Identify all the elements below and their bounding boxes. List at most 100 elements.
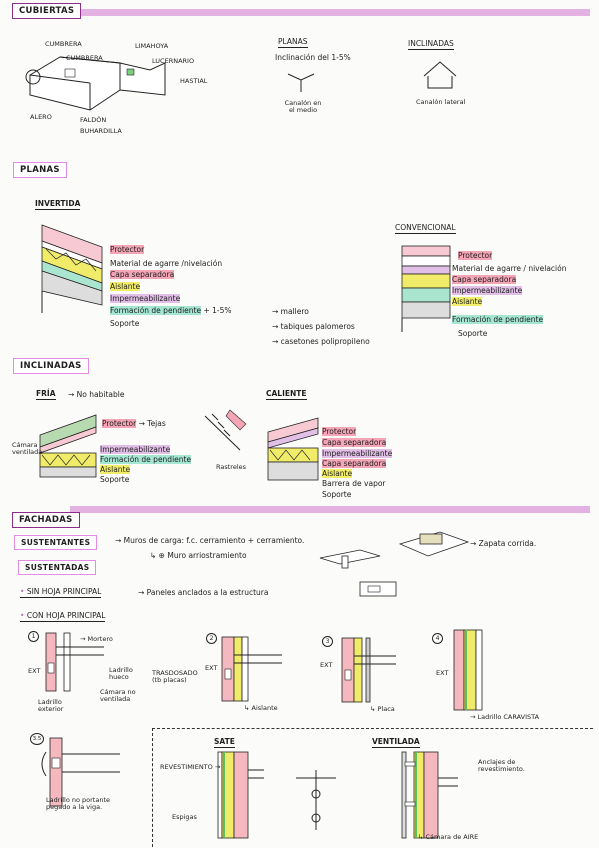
sin-hoja-text: → Paneles anclados a la estructura <box>138 588 269 597</box>
fria-protector: Protector → Tejas <box>102 419 166 428</box>
d1-ladrillo-ext: Ladrillo exterior <box>38 698 64 714</box>
cal-impermeab: Impermeabilizante <box>322 449 393 458</box>
conv-layer-agarre: Material de agarre / nivelación <box>452 264 567 273</box>
label-buhardilla: BUHARDILLA <box>80 127 122 135</box>
d2-label: ↳ Aislante <box>244 704 278 712</box>
fria-pendiente: Formación de pendiente <box>100 455 192 464</box>
conv-layer-separadora: Capa separadora <box>452 275 517 284</box>
fria-soporte: Soporte <box>100 475 130 484</box>
d1-trasdosado: TRASDOSADO (tb placas) <box>152 669 198 685</box>
detail-2-num: 2 <box>206 633 217 644</box>
label-alero: ALERO <box>30 113 52 121</box>
invertida-title: INVERTIDA <box>35 199 81 210</box>
d1-camara: Cámara no ventilada <box>100 688 136 704</box>
sate-drawing <box>217 751 264 839</box>
muro-arriostramiento: ↳ ⊕ Muro arriostramiento <box>150 551 247 560</box>
ventilada-anclajes: Anclajes de revestimiento. <box>478 758 525 774</box>
detail-4-num: 4 <box>432 633 443 644</box>
section-cubiertas: CUBIERTAS <box>12 3 82 19</box>
inv-note-1: → mallero <box>272 307 309 316</box>
conv-layer-pendiente: Formación de pendiente <box>452 315 544 324</box>
label-sustentadas: SUSTENTADAS <box>18 560 97 575</box>
detail-4-drawing <box>453 629 483 711</box>
label-lucernario: LUCERNARIO <box>152 57 195 65</box>
inv-note-2: → tabiques palomeros <box>272 322 355 331</box>
inclinadas-note: Canalón lateral <box>416 98 466 106</box>
con-hoja-title: • CON HOJA PRINCIPAL <box>20 611 106 622</box>
fria-title: FRÍA <box>36 389 56 400</box>
label-rastreles: Rastreles <box>216 463 247 471</box>
inv-layer-agarre: Material de agarre /nivelación <box>110 259 223 268</box>
fria-camara: Cámara ventilada <box>12 441 43 457</box>
planas-note: Canalón en el medio <box>284 99 322 115</box>
cal-aislante: Aislante <box>322 469 353 478</box>
inv-layer-aislante: Aislante <box>110 282 141 291</box>
cal-barrera: Barrera de vapor <box>322 479 386 488</box>
cal-protector: Protector <box>322 427 357 436</box>
caliente-drawing <box>267 417 319 481</box>
d4-label: → Ladrillo CARAVISTA <box>470 713 540 721</box>
inv-layer-pendiente: Formación de pendiente + 1-5% <box>110 306 232 315</box>
convencional-title: CONVENCIONAL <box>395 223 456 234</box>
inv-soporte: Soporte <box>110 319 140 328</box>
label-cumbrera-mid: CUMBRERA <box>66 54 103 62</box>
d35-label: Ladrillo no portante pegado a la viga. <box>46 796 111 812</box>
label-limahoya: LIMAHOYA <box>135 42 169 50</box>
fria-drawing <box>39 414 97 478</box>
d4-ext: EXT <box>436 669 449 677</box>
conv-layer-impermeab: Impermeabilizante <box>452 286 523 295</box>
sate-espigas: Espigas <box>172 813 197 821</box>
detail-2-drawing <box>221 636 282 702</box>
convencional-layers-drawing <box>401 245 451 332</box>
cal-soporte: Soporte <box>322 490 352 499</box>
detail-35-num: 3.5 <box>30 733 44 745</box>
detail-3-drawing <box>341 637 396 703</box>
detail-3-num: 3 <box>322 636 333 647</box>
flat-roof-icon <box>287 73 315 92</box>
d1-mortero: → Mortero <box>80 635 113 643</box>
muro-sketch <box>319 549 381 569</box>
ventilada-title: VENTILADA <box>372 737 420 748</box>
d3-label: ↳ Placa <box>370 705 395 713</box>
inv-note-3: → casetones polipropileno <box>272 337 370 346</box>
sate-revestimiento: REVESTIMIENTO → <box>160 763 221 771</box>
pitched-roof-icon <box>423 61 457 89</box>
fria-impermeab: Impermeabilizante <box>100 445 171 454</box>
espiga-sketch <box>296 770 336 830</box>
zapata-sketch <box>398 531 470 557</box>
section-fachadas: FACHADAS <box>12 512 80 528</box>
inv-layer-impermeab: Impermeabilizante <box>110 294 181 303</box>
inv-layer-separadora: Capa separadora <box>110 270 175 279</box>
ventilada-camara: ↳ Cámara de AIRE <box>418 833 479 841</box>
conv-layer-aislante: Aislante <box>452 297 483 306</box>
cal-separadora-1: Capa separadora <box>322 438 387 447</box>
cal-separadora-2: Capa separadora <box>322 459 387 468</box>
conv-soporte: Soporte <box>458 329 488 338</box>
roof-sketch <box>25 56 166 111</box>
label-cumbrera: CUMBRERA <box>45 40 82 48</box>
caliente-title: CALIENTE <box>266 389 307 400</box>
section-planas: PLANAS <box>13 162 67 178</box>
label-hastial: HASTIAL <box>180 77 208 85</box>
section-inclinadas: INCLINADAS <box>13 358 89 374</box>
invertida-layers-drawing <box>41 224 103 313</box>
sin-hoja-title: • SIN HOJA PRINCIPAL <box>20 587 102 598</box>
tejas-sketch <box>204 409 247 451</box>
d2-ext: EXT <box>205 664 218 672</box>
planas-incl: Inclinación del 1-5% <box>275 53 351 62</box>
ventilada-drawing <box>401 751 458 839</box>
d1-ext: EXT <box>28 667 41 675</box>
d3-ext: EXT <box>320 661 333 669</box>
dashed-box <box>152 728 593 847</box>
label-sustentantes: SUSTENTANTES <box>14 535 98 550</box>
label-faldon: FALDÓN <box>80 116 107 124</box>
zapata-label: → Zapata corrida. <box>470 539 537 548</box>
conv-layer-protector: Protector <box>458 251 493 260</box>
inclinadas-small-title: INCLINADAS <box>408 39 454 50</box>
sate-title: SATE <box>214 737 235 748</box>
fria-aislante: Aislante <box>100 465 131 474</box>
planas-small-title: PLANAS <box>278 37 308 48</box>
detail-35-drawing <box>41 737 120 807</box>
d1-ladrillo-hueco: Ladrillo hueco <box>109 666 133 682</box>
detail-1-drawing <box>45 632 104 692</box>
